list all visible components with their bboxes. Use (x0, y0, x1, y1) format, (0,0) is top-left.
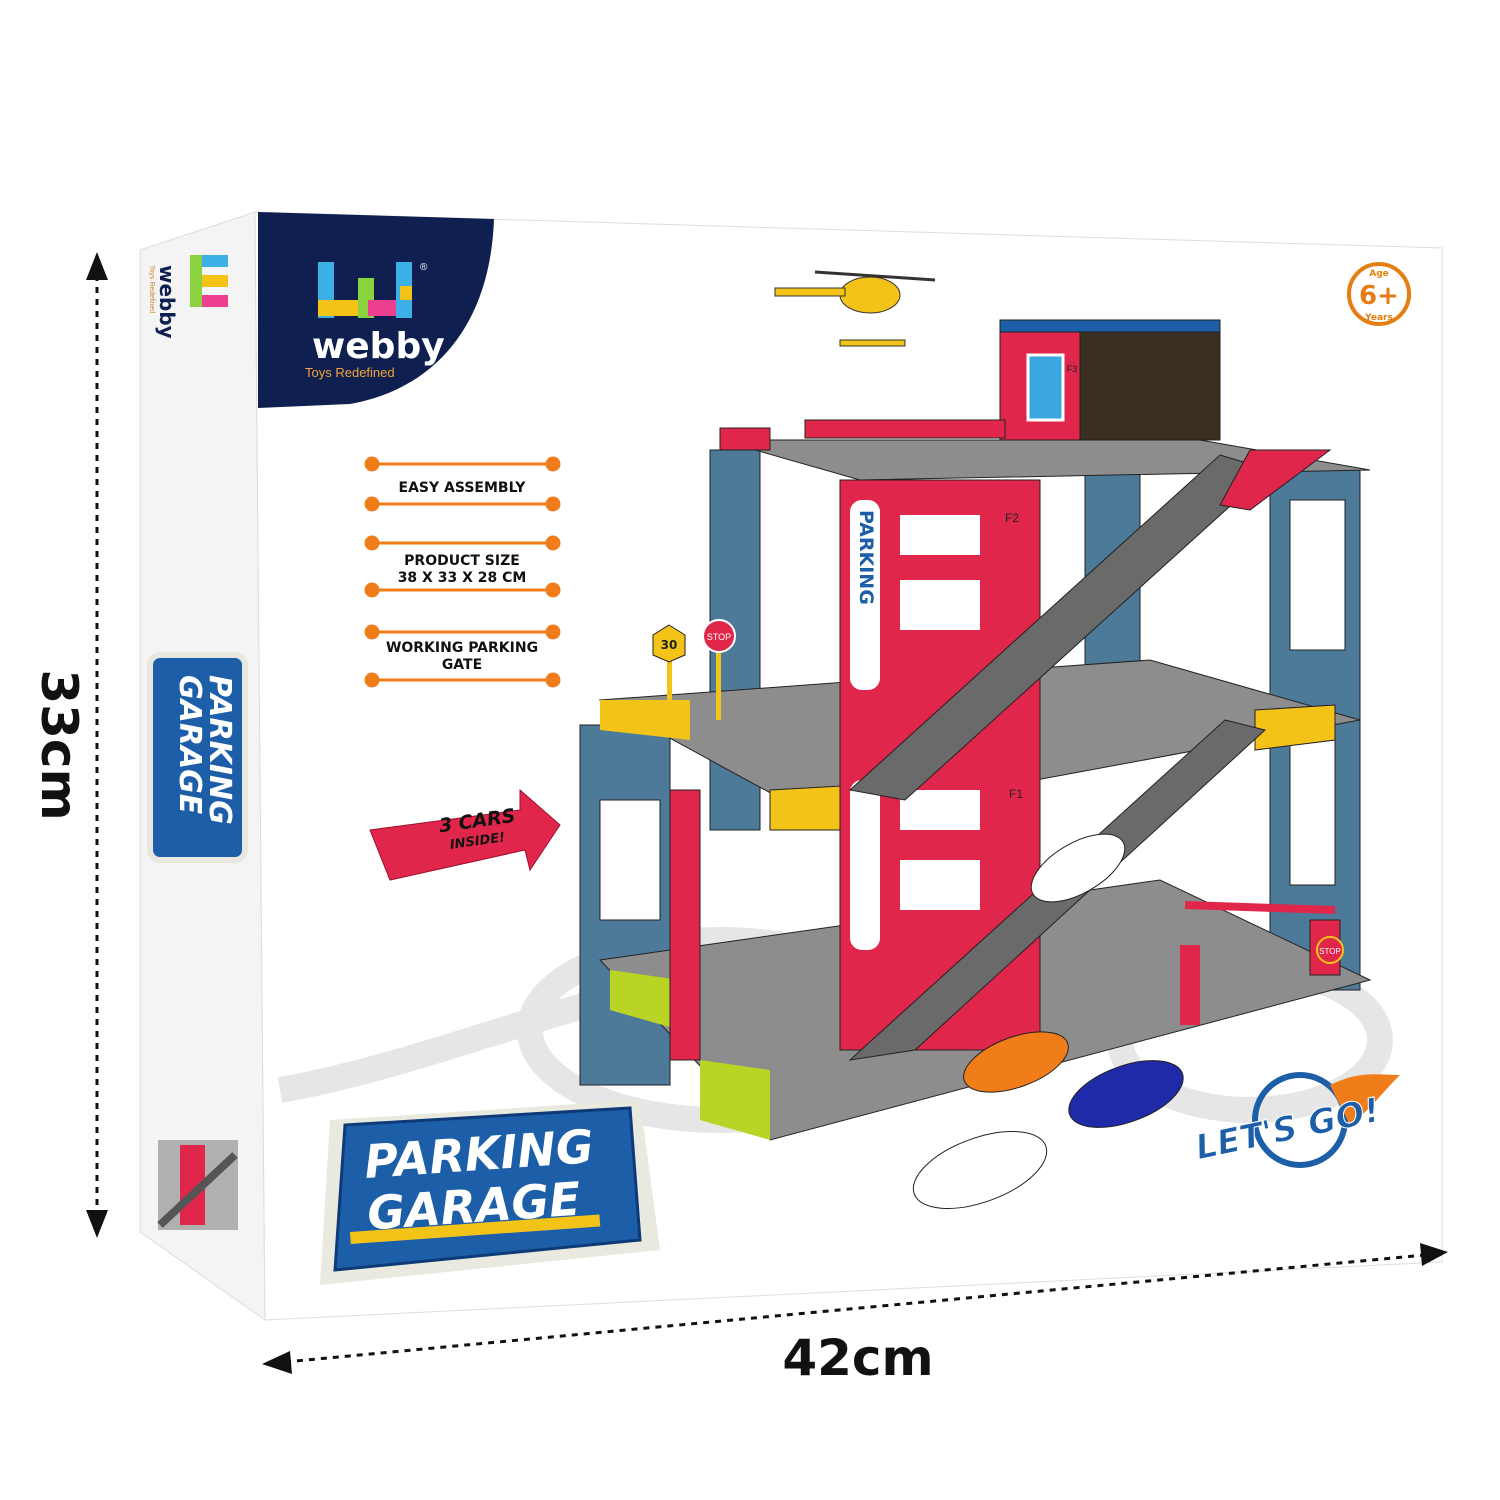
feature-parking-gate-2: GATE (442, 657, 482, 673)
stop-sign: STOP (707, 632, 731, 642)
garage-parking-sign: PARKING (855, 510, 877, 605)
floor-label-f2: F2 (1005, 511, 1019, 525)
brand-logo-blocks (318, 262, 412, 318)
side-brand-logo: webby Toys Redefined (148, 265, 179, 339)
registered-mark: ® (420, 262, 428, 273)
feature-easy-assembly: EASY ASSEMBLY (399, 480, 527, 496)
lets-go-badge (1252, 1072, 1400, 1168)
side-title-badge (147, 652, 248, 863)
side-title-line1: PARKING (202, 675, 237, 825)
brand-tagline: Toys Redefined (305, 365, 395, 380)
toy-cars (912, 833, 1184, 1209)
width-dimension-arrow (262, 1243, 1448, 1374)
cars-inside-callout (369, 788, 561, 881)
height-dimension-arrow (86, 252, 108, 1238)
feature-product-size-value: 38 X 33 X 28 CM (398, 570, 527, 586)
parking-garage-toy (579, 319, 1372, 1141)
feature-list (364, 456, 561, 688)
floor-label-f3: F3 (1067, 364, 1078, 374)
feature-parking-gate: WORKING PARKING (386, 640, 538, 656)
side-garage-image (157, 1140, 238, 1230)
width-dimension-label: 42cm (782, 1329, 933, 1387)
product-title-badge (320, 1100, 660, 1285)
age-badge: Age 6+ Years (1347, 262, 1411, 326)
brand-name: webby (312, 326, 445, 367)
svg-text:webby: webby (155, 265, 179, 339)
svg-text:Toys Redefined: Toys Redefined (148, 265, 155, 313)
height-dimension-label: 33cm (30, 669, 88, 820)
speed-sign: 30 (661, 638, 678, 652)
floor-label-f1: F1 (1009, 787, 1023, 801)
gate-stop-sign: STOP (1319, 947, 1341, 956)
svg-text:Years: Years (1364, 313, 1393, 323)
side-title-line2: GARAGE (172, 675, 207, 815)
svg-text:Age: Age (1369, 269, 1389, 279)
svg-text:6+: 6+ (1359, 281, 1399, 311)
side-logo-blocks (190, 255, 228, 307)
toy-helicopter (774, 270, 936, 347)
feature-product-size: PRODUCT SIZE (404, 553, 520, 569)
